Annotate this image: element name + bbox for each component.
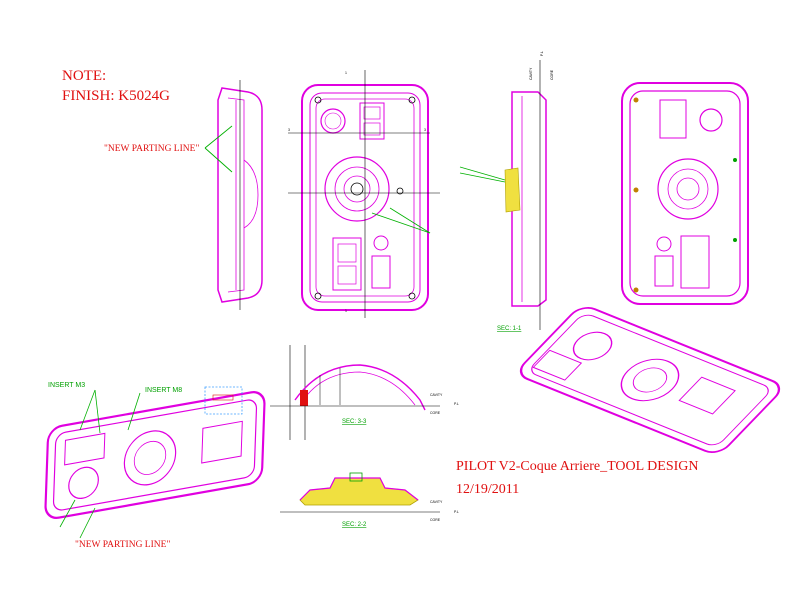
- isometric-view-left: [44, 391, 266, 519]
- insert-m3-label: INSERT M3: [48, 382, 85, 389]
- insert-m8-label: INSERT M8: [145, 387, 182, 394]
- pl-label-top: P.L: [540, 51, 544, 56]
- section-1-1-view: [459, 60, 547, 330]
- parting-line-callout-bottom: "NEW PARTING LINE": [75, 540, 170, 550]
- isometric-view-right: [519, 307, 781, 453]
- cavity-label-bottom: CAVITY: [430, 500, 443, 504]
- drawing-title: PILOT V2-Coque Arriere_TOOL DESIGN: [456, 459, 699, 474]
- cavity-label-top: CAVITY: [529, 67, 533, 80]
- parting-line-leader-top: [204, 125, 233, 173]
- cavity-label-mid: CAVITY: [430, 393, 443, 397]
- sec-2-2-label: SEC: 2-2: [342, 522, 367, 528]
- front-view: [288, 70, 440, 318]
- pl-label-mid: P.L: [454, 402, 459, 406]
- section-mark-1-top: 1: [345, 71, 347, 75]
- drawing-date: 12/19/2011: [456, 482, 519, 497]
- section-2-2-view: [280, 472, 440, 513]
- section-mark-3-right: 3: [424, 128, 426, 132]
- core-label-top: CORE: [550, 69, 554, 80]
- section-3-3-view: [204, 345, 440, 440]
- core-label-mid: CORE: [430, 411, 441, 415]
- pl-label-bottom: P.L: [454, 510, 459, 514]
- sec-3-3-label: SEC: 3-3: [342, 419, 367, 425]
- side-view-left: [217, 80, 263, 310]
- section-mark-3-left: 3: [288, 128, 290, 132]
- section-mark-1-bottom: 1: [345, 309, 347, 313]
- note-finish: FINISH: K5024G: [62, 88, 170, 104]
- sec-1-1-label: SEC: 1-1: [497, 326, 522, 332]
- core-label-bottom: CORE: [430, 518, 441, 522]
- parting-line-callout-top: "NEW PARTING LINE": [104, 144, 199, 154]
- back-view: [621, 82, 749, 305]
- note-heading: NOTE:: [62, 68, 106, 84]
- insert-leaders: [59, 389, 141, 539]
